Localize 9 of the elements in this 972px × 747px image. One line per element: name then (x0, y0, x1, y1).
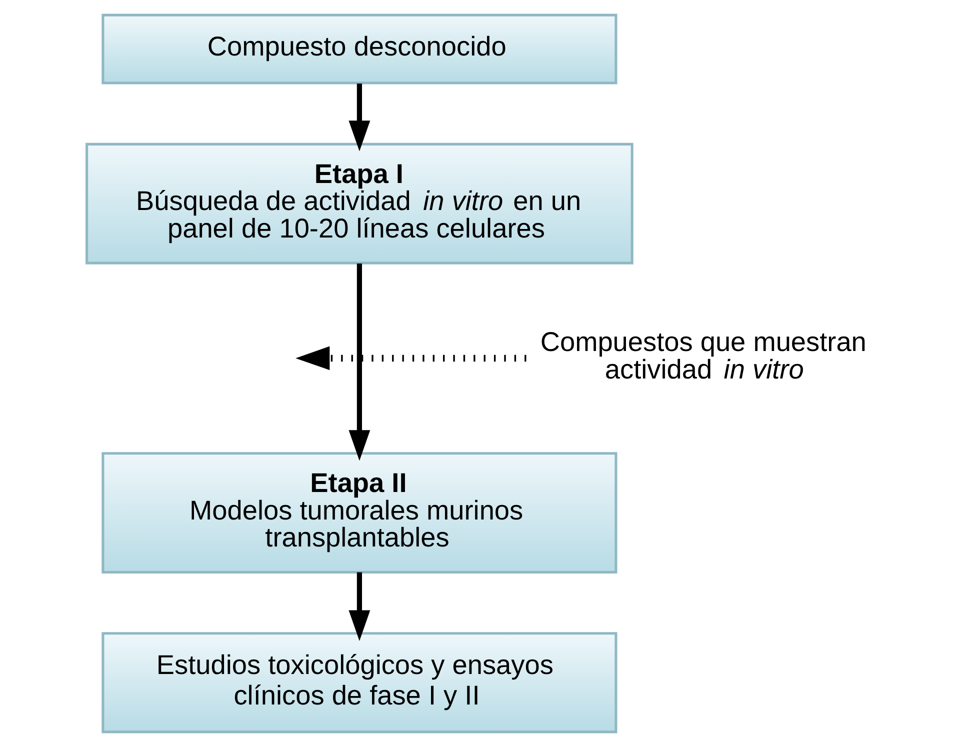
node-text: Compuestos que muestran actividad in vitro (540, 326, 866, 384)
arrow (348, 572, 370, 641)
arrow (348, 264, 370, 461)
node-box: Compuesto desconocido (102, 14, 618, 84)
node-box: Estudios toxicológicos y ensayos clínicos de fase I y II (102, 632, 618, 734)
node-box: Etapa I Búsqueda de actividad in vitro en un panel de 10-20 líneas celulares (86, 142, 634, 264)
arrow (348, 84, 370, 152)
node-box: Etapa II Modelos tumorales murinos transplantables (102, 452, 618, 574)
arrow (296, 346, 526, 370)
